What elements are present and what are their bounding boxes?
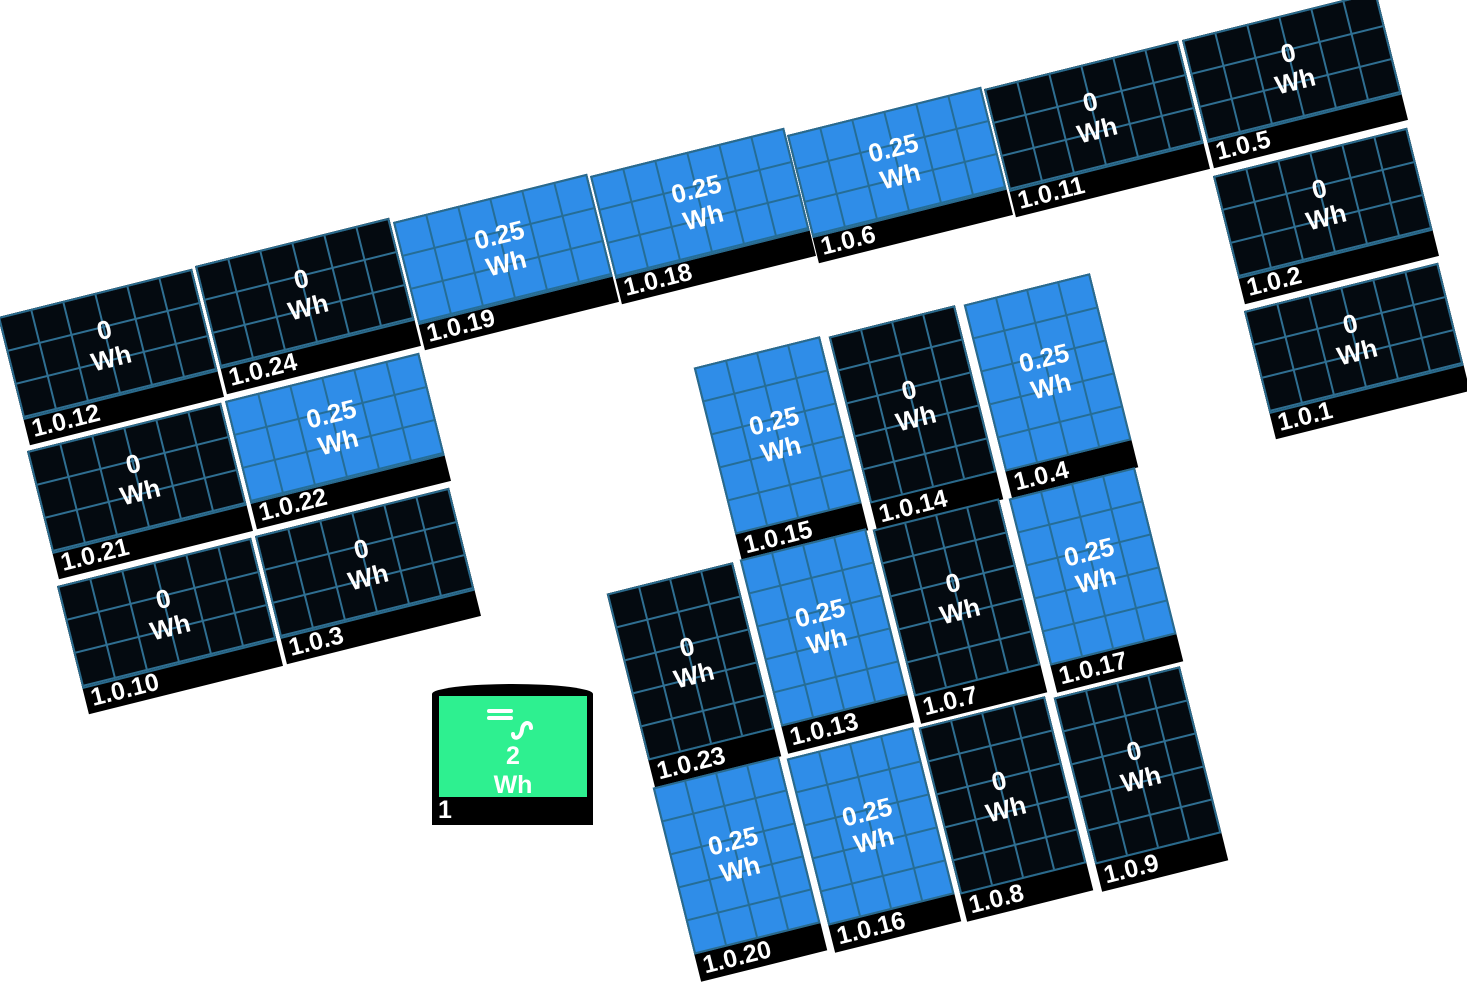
gateway-screen: 2 Wh bbox=[439, 696, 587, 800]
gateway-unit: Wh bbox=[493, 771, 533, 799]
ac-sine-meter-icon bbox=[487, 709, 533, 740]
gateway-label: 1 bbox=[438, 796, 452, 824]
gateway-energy: 2 Wh bbox=[439, 742, 587, 800]
gateway-meter[interactable]: 2 Wh 1 bbox=[432, 684, 593, 825]
gateway-value: 2 bbox=[506, 742, 520, 770]
